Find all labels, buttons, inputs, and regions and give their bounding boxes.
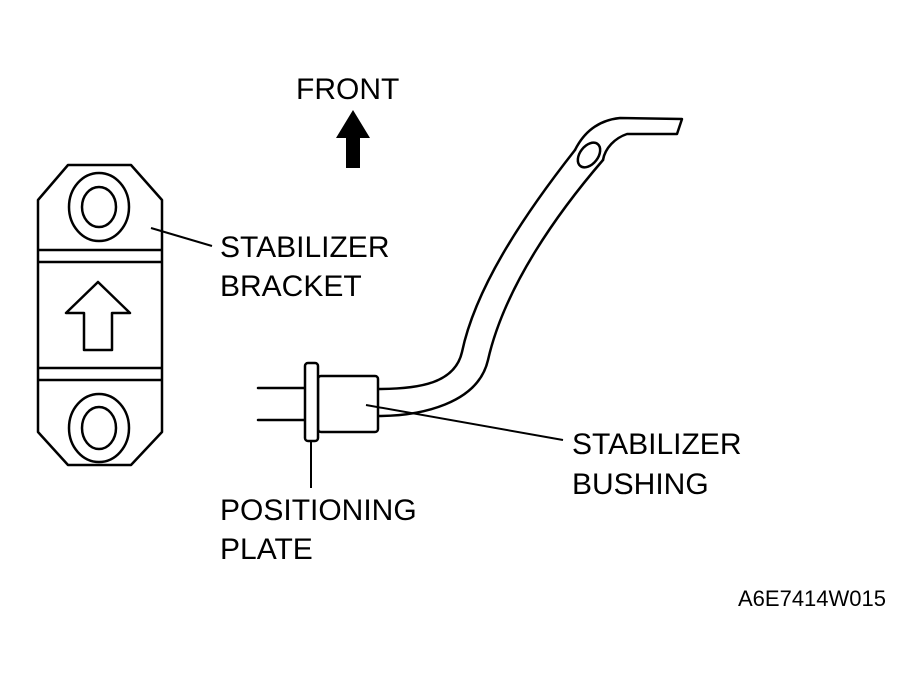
bracket-outline [36, 163, 164, 467]
stabilizer-bushing [316, 374, 380, 434]
stabilizer-bushing-label-line1: STABILIZER [572, 428, 741, 461]
front-arrow-icon [336, 110, 370, 168]
stabilizer-bracket-label-line1: STABILIZER [220, 231, 389, 264]
stabilizer-bracket-label-line2: BRACKET [220, 270, 362, 303]
stabilizer-bracket [36, 163, 164, 467]
stabilizer-bushing-label-line2: BUSHING [572, 468, 709, 501]
bracket-top-hole [67, 171, 131, 243]
stabilizer-bar [256, 116, 684, 422]
stabilizer-bracket-leader [150, 227, 213, 247]
bracket-bottom-hole [67, 392, 131, 464]
front-label: FRONT [296, 73, 399, 106]
figure-code: A6E7414W015 [738, 586, 886, 611]
positioning-plate-label-line1: POSITIONING [220, 494, 417, 527]
bracket-arrow-icon [64, 280, 132, 352]
positioning-plate-label-line2: PLATE [220, 533, 313, 566]
positioning-plate [303, 361, 320, 443]
stabilizer-bushing-leader [365, 404, 564, 441]
